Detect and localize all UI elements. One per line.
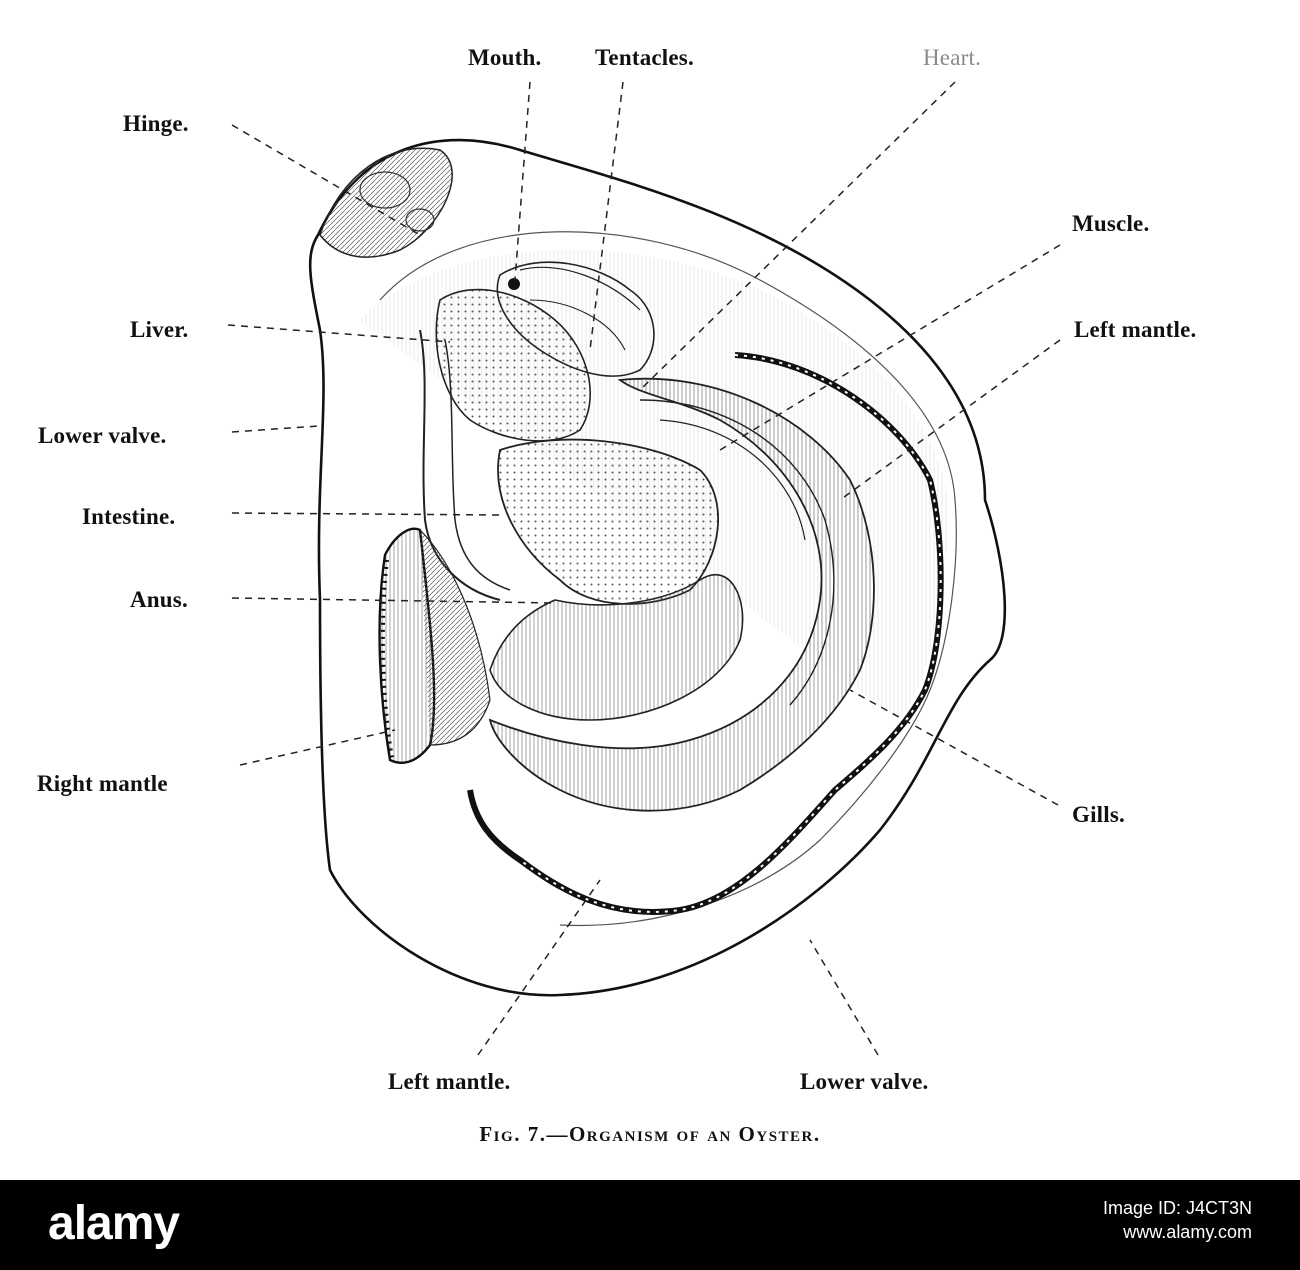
label-left-mantle-bottom: Left mantle. xyxy=(388,1069,511,1094)
hinge-shape xyxy=(319,147,453,258)
figure-caption: Fig. 7.—Organism of an Oyster. xyxy=(479,1122,821,1146)
label-liver: Liver. xyxy=(130,317,189,342)
label-muscle: Muscle. xyxy=(1072,211,1150,236)
intestine xyxy=(419,329,501,601)
brand-logo: alamy xyxy=(48,1197,180,1250)
tentacles xyxy=(496,261,655,377)
label-right-mantle: Right mantle xyxy=(37,771,168,796)
label-intestine: Intestine. xyxy=(82,504,176,529)
image-id-text: Image ID: J4CT3N xyxy=(1102,1198,1252,1218)
label-tentacles: Tentacles. xyxy=(595,45,694,70)
mouth-dot xyxy=(508,278,520,290)
label-heart: Heart. xyxy=(923,45,982,70)
label-anus: Anus. xyxy=(130,587,188,612)
label-gills: Gills. xyxy=(1072,802,1125,827)
liver xyxy=(435,288,591,442)
image-id: Image ID: J4CT3N www.alamy.com xyxy=(1103,1196,1252,1245)
footer-bar xyxy=(0,1180,1300,1270)
label-lower-valve-left: Lower valve. xyxy=(38,423,167,448)
label-mouth: Mouth. xyxy=(468,45,542,70)
oyster-illustration xyxy=(227,81,1061,1056)
label-left-mantle-top: Left mantle. xyxy=(1074,317,1197,342)
body-sac xyxy=(489,573,744,721)
site-url: www.alamy.com xyxy=(1123,1222,1252,1243)
label-hinge: Hinge. xyxy=(123,111,189,136)
gills xyxy=(488,377,875,812)
label-lower-valve-bottom: Lower valve. xyxy=(800,1069,929,1094)
